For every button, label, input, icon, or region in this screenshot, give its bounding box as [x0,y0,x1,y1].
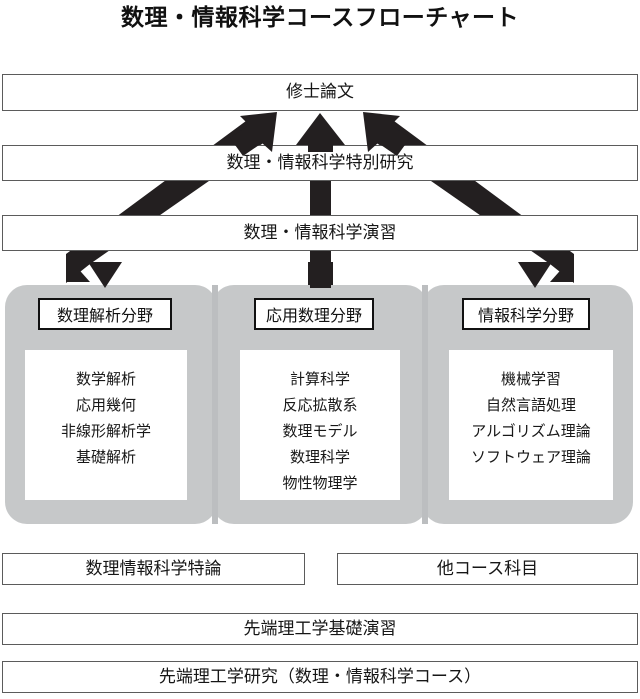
box-masters-thesis[interactable]: 修士論文 [2,74,638,111]
box-special-research[interactable]: 数理・情報科学特別研究 [2,145,638,181]
chip-field-2[interactable]: 応用数理分野 [254,298,374,330]
panel-overlap-right [422,285,428,524]
course-list-field-3: 機械学習 自然言語処理 アルゴリズム理論 ソフトウェア理論 [449,350,613,500]
box-masters-thesis-label: 修士論文 [286,82,354,103]
page-title: 数理・情報科学コースフローチャート [120,5,520,31]
list-item: 計算科学 [289,370,350,388]
box-other-course-subjects-label: 他コース科目 [436,558,539,579]
box-special-research-label: 数理・情報科学特別研究 [226,152,414,173]
box-other-course-subjects[interactable]: 他コース科目 [337,553,638,585]
list-item: アルゴリズム理論 [471,422,591,440]
panel-overlap-left [212,285,218,524]
box-special-lecture-label: 数理情報科学特論 [85,558,222,579]
course-list-field-2: 計算科学 反応拡散系 数理モデル 数理科学 物性物理学 [240,350,400,500]
left-arrow-shaft [66,118,272,283]
list-item: 機械学習 [500,370,561,388]
list-item: 数理科学 [289,448,350,466]
chip-field-1-label: 数理解析分野 [56,306,153,325]
box-advanced-research[interactable]: 先端理工学研究（数理・情報科学コース） [2,661,638,693]
list-item: ソフトウェア理論 [470,448,591,466]
chip-field-2-label: 応用数理分野 [265,306,362,325]
box-special-lecture[interactable]: 数理情報科学特論 [2,553,305,585]
list-item: 反応拡散系 [282,396,358,414]
list-item: 数学解析 [75,370,136,388]
list-item: 応用幾何 [75,396,136,414]
box-seminar-label: 数理・情報科学演習 [243,222,397,243]
course-list-field-1: 数学解析 応用幾何 非線形解析学 基礎解析 [25,350,187,500]
chip-field-3-label: 情報科学分野 [477,306,574,325]
list-item: 数理モデル [282,422,358,440]
list-item: 非線形解析学 [60,422,151,440]
list-item: 物性物理学 [282,474,358,492]
box-advanced-basic-seminar-label: 先端理工学基礎演習 [243,618,397,639]
box-seminar[interactable]: 数理・情報科学演習 [2,215,638,251]
list-item: 自然言語処理 [485,396,576,414]
box-advanced-research-label: 先端理工学研究（数理・情報科学コース） [158,666,482,687]
right-arrow-shaft [368,118,574,283]
chip-field-3[interactable]: 情報科学分野 [462,298,590,330]
chip-field-1[interactable]: 数理解析分野 [38,298,172,330]
list-item: 基礎解析 [75,448,136,466]
box-advanced-basic-seminar[interactable]: 先端理工学基礎演習 [2,613,638,645]
